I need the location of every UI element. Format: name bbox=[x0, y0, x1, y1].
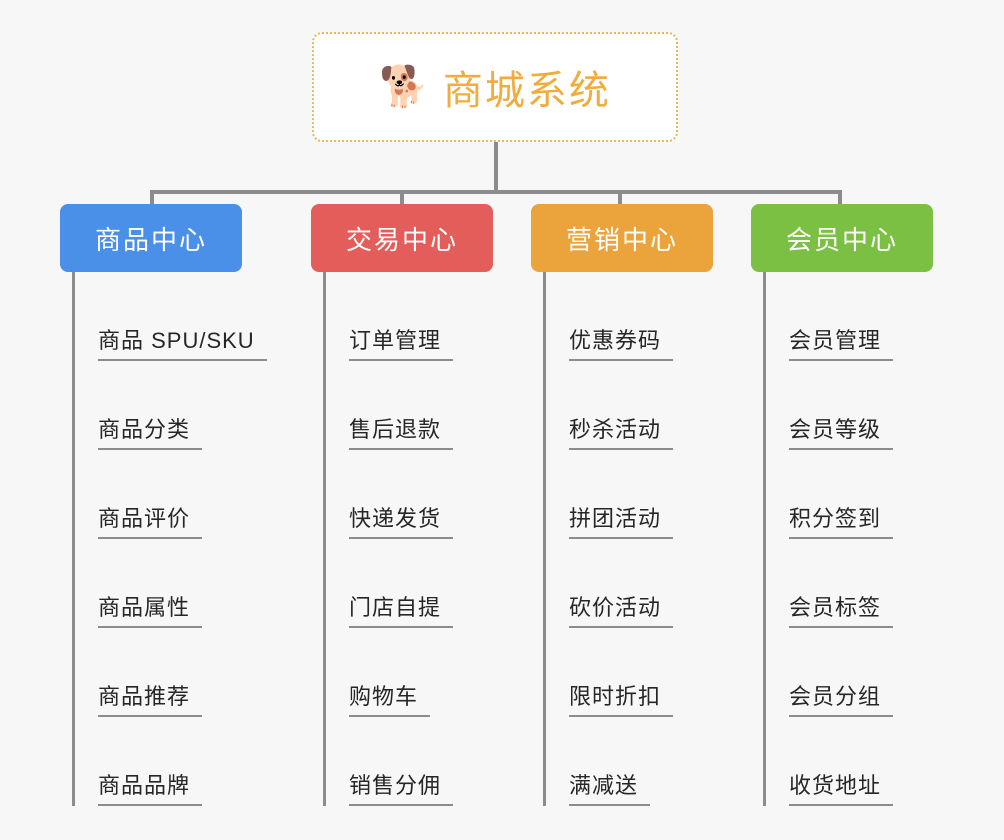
list-item[interactable]: 会员标签 bbox=[751, 539, 981, 628]
list-item[interactable]: 满减送 bbox=[531, 717, 761, 806]
list-item[interactable]: 收货地址 bbox=[751, 717, 981, 806]
list-item[interactable]: 商品评价 bbox=[60, 450, 290, 539]
branch-items-2: 订单管理 售后退款 快递发货 门店自提 购物车 销售分佣 bbox=[311, 272, 541, 806]
list-item-label: 满减送 bbox=[569, 773, 651, 806]
connector-root-stem bbox=[494, 142, 498, 192]
branch-items-4: 会员管理 会员等级 积分签到 会员标签 会员分组 收货地址 bbox=[751, 272, 981, 806]
list-item-label: 会员分组 bbox=[789, 684, 894, 717]
list-item-label: 商品评价 bbox=[98, 506, 203, 539]
list-item-label: 限时折扣 bbox=[569, 684, 674, 717]
list-item-label: 订单管理 bbox=[349, 328, 454, 361]
list-item[interactable]: 销售分佣 bbox=[311, 717, 541, 806]
branch-column-1: 商品中心 商品 SPU/SKU 商品分类 商品评价 商品属性 商品推荐 商品品牌 bbox=[60, 204, 290, 806]
shiba-inu-dog-face-icon: 🐕 bbox=[379, 65, 429, 109]
branch-items-1: 商品 SPU/SKU 商品分类 商品评价 商品属性 商品推荐 商品品牌 bbox=[60, 272, 290, 806]
branch-items-3: 优惠券码 秒杀活动 拼团活动 砍价活动 限时折扣 满减送 bbox=[531, 272, 761, 806]
branch-column-3: 营销中心 优惠券码 秒杀活动 拼团活动 砍价活动 限时折扣 满减送 bbox=[531, 204, 761, 806]
list-item-label: 商品品牌 bbox=[98, 773, 203, 806]
list-item-label: 会员标签 bbox=[789, 595, 894, 628]
list-item[interactable]: 拼团活动 bbox=[531, 450, 761, 539]
list-item[interactable]: 限时折扣 bbox=[531, 628, 761, 717]
list-item-label: 收货地址 bbox=[789, 773, 894, 806]
branch-column-2: 交易中心 订单管理 售后退款 快递发货 门店自提 购物车 销售分佣 bbox=[311, 204, 541, 806]
list-item[interactable]: 门店自提 bbox=[311, 539, 541, 628]
root-node-content: 🐕 商城系统 bbox=[379, 58, 611, 116]
list-item-label: 快递发货 bbox=[349, 506, 454, 539]
root-title: 商城系统 bbox=[442, 69, 611, 113]
list-item-label: 购物车 bbox=[349, 684, 431, 717]
branch-header-1[interactable]: 商品中心 bbox=[60, 204, 242, 272]
list-item[interactable]: 砍价活动 bbox=[531, 539, 761, 628]
list-item-label: 商品 SPU/SKU bbox=[98, 328, 267, 361]
list-item[interactable]: 商品品牌 bbox=[60, 717, 290, 806]
list-item-label: 砍价活动 bbox=[569, 595, 674, 628]
list-item-label: 门店自提 bbox=[349, 595, 454, 628]
list-item[interactable]: 商品 SPU/SKU bbox=[60, 272, 290, 361]
connector-drop-column-1 bbox=[150, 190, 154, 206]
list-item[interactable]: 快递发货 bbox=[311, 450, 541, 539]
list-item-label: 会员管理 bbox=[789, 328, 894, 361]
list-item-label: 积分签到 bbox=[789, 506, 894, 539]
branch-header-4[interactable]: 会员中心 bbox=[751, 204, 933, 272]
branch-header-4-label: 会员中心 bbox=[785, 224, 898, 255]
list-item[interactable]: 会员等级 bbox=[751, 361, 981, 450]
connector-horizontal-bus bbox=[150, 190, 842, 194]
connector-spine-3 bbox=[543, 272, 546, 806]
list-item-label: 商品属性 bbox=[98, 595, 203, 628]
list-item[interactable]: 订单管理 bbox=[311, 272, 541, 361]
list-item[interactable]: 会员分组 bbox=[751, 628, 981, 717]
list-item[interactable]: 售后退款 bbox=[311, 361, 541, 450]
connector-spine-1 bbox=[72, 272, 75, 806]
connector-drop-column-3 bbox=[618, 190, 622, 206]
list-item-label: 商品分类 bbox=[98, 417, 203, 450]
list-item[interactable]: 秒杀活动 bbox=[531, 361, 761, 450]
list-item-label: 售后退款 bbox=[349, 417, 454, 450]
list-item[interactable]: 商品分类 bbox=[60, 361, 290, 450]
branch-header-1-label: 商品中心 bbox=[94, 224, 207, 255]
branch-header-2-label: 交易中心 bbox=[345, 224, 458, 255]
list-item[interactable]: 商品属性 bbox=[60, 539, 290, 628]
list-item[interactable]: 会员管理 bbox=[751, 272, 981, 361]
branch-header-3-label: 营销中心 bbox=[565, 224, 678, 255]
root-node[interactable]: 🐕 商城系统 bbox=[312, 32, 678, 142]
list-item[interactable]: 商品推荐 bbox=[60, 628, 290, 717]
list-item-label: 商品推荐 bbox=[98, 684, 203, 717]
connector-spine-2 bbox=[323, 272, 326, 806]
list-item-label: 秒杀活动 bbox=[569, 417, 674, 450]
list-item[interactable]: 积分签到 bbox=[751, 450, 981, 539]
list-item-label: 拼团活动 bbox=[569, 506, 674, 539]
list-item[interactable]: 优惠券码 bbox=[531, 272, 761, 361]
list-item-label: 会员等级 bbox=[789, 417, 894, 450]
branch-column-4: 会员中心 会员管理 会员等级 积分签到 会员标签 会员分组 收货地址 bbox=[751, 204, 981, 806]
list-item[interactable]: 购物车 bbox=[311, 628, 541, 717]
connector-drop-column-4 bbox=[838, 190, 842, 206]
branch-header-2[interactable]: 交易中心 bbox=[311, 204, 493, 272]
branch-header-3[interactable]: 营销中心 bbox=[531, 204, 713, 272]
list-item-label: 优惠券码 bbox=[569, 328, 674, 361]
connector-spine-4 bbox=[763, 272, 766, 806]
list-item-label: 销售分佣 bbox=[349, 773, 454, 806]
connector-drop-column-2 bbox=[400, 190, 404, 206]
